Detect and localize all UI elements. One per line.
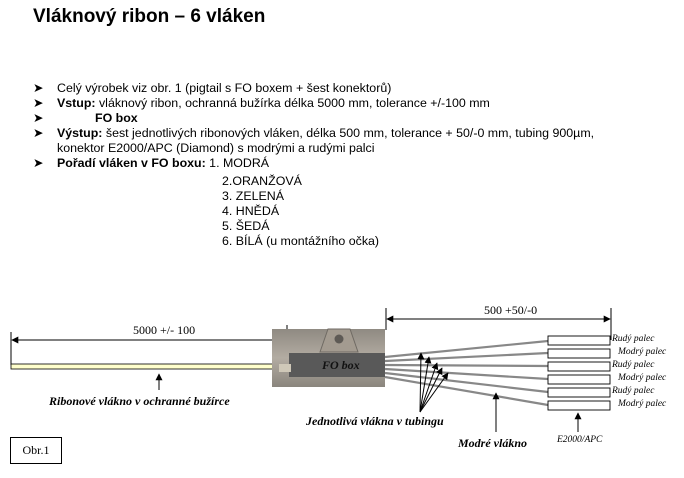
connectors	[547, 335, 611, 411]
bullet-item: ➤ Vstup: vláknový ribon, ochranná bužírk…	[33, 96, 594, 111]
figure-number-box: Obr.1	[10, 437, 62, 464]
label-connector: E2000/APC	[557, 435, 603, 445]
fiber-order-item: 4. HNĚDÁ	[222, 204, 280, 218]
connector-label: Rudý palec	[612, 334, 655, 344]
fiber-order-item: 6. BÍLÁ (u montážního očka)	[222, 234, 380, 248]
connector-label: Modrý palec	[618, 399, 667, 409]
label-fibers: Jednotlivá vlákna v tubingu	[306, 414, 444, 428]
bullet-item: ➤ Celý výrobek viz obr. 1 (pigtail s FO …	[33, 81, 594, 96]
bullet-continuation: konektor E2000/APC (Diamond) s modrými a…	[57, 141, 375, 155]
fiber-order-item: 5. ŠEDÁ	[222, 219, 270, 233]
bullet-bold: Vstup:	[57, 96, 96, 110]
page-title: Vláknový ribon – 6 vláken	[33, 6, 266, 27]
bullet-bold: Pořadí vláken v FO boxu:	[57, 156, 206, 170]
ribbon-cable	[10, 363, 288, 370]
fo-box-label: FO box	[322, 358, 360, 372]
bullet-item: ➤ FO box	[33, 111, 594, 126]
bullet-item: ➤ Výstup: šest jednotlivých ribonových v…	[33, 126, 594, 141]
connector-label: Rudý palec	[612, 386, 655, 396]
arrow-bullet-icon: ➤	[33, 111, 44, 125]
bullet-item: ➤ Pořadí vláken v FO boxu: 1. MODRÁ	[33, 156, 594, 171]
label-ribbon: Ribonové vlákno v ochranné bužírce	[49, 394, 230, 408]
bullet-bold: FO box	[95, 111, 138, 125]
connector-label: Rudý palec	[612, 360, 655, 370]
dim-left-label: 5000 +/- 100	[133, 323, 196, 337]
arrow-bullet-icon: ➤	[33, 96, 44, 110]
bullet-text: Celý výrobek viz obr. 1 (pigtail s FO bo…	[57, 81, 392, 95]
fiber-fanout	[384, 339, 549, 407]
bullet-list: ➤ Celý výrobek viz obr. 1 (pigtail s FO …	[33, 81, 594, 171]
label-blue-fiber: Modré vlákno	[458, 436, 527, 450]
fo-box-image	[272, 328, 385, 387]
connector-label: Modrý palec	[618, 373, 667, 383]
arrows-fibers	[417, 352, 449, 413]
bullet-bold: Výstup:	[57, 126, 103, 140]
bullet-text: 1. MODRÁ	[205, 156, 270, 170]
arrow-bullet-icon: ➤	[33, 156, 44, 170]
arrow-bullet-icon: ➤	[33, 81, 44, 95]
connector-label: Modrý palec	[618, 347, 667, 357]
fiber-order-item: 3. ZELENÁ	[222, 189, 284, 203]
arrow-bullet-icon: ➤	[33, 126, 44, 140]
bullet-text: šest jednotlivých ribonových vláken, dél…	[102, 126, 595, 140]
fiber-order-list: 2.ORANŽOVÁ 3. ZELENÁ 4. HNĚDÁ 5. ŠEDÁ 6.…	[222, 174, 379, 249]
fiber-order-item: 2.ORANŽOVÁ	[222, 174, 302, 188]
bullet-text: vláknový ribon, ochranná bužírka délka 5…	[95, 96, 490, 110]
dim-right-label: 500 +50/-0	[484, 303, 538, 317]
